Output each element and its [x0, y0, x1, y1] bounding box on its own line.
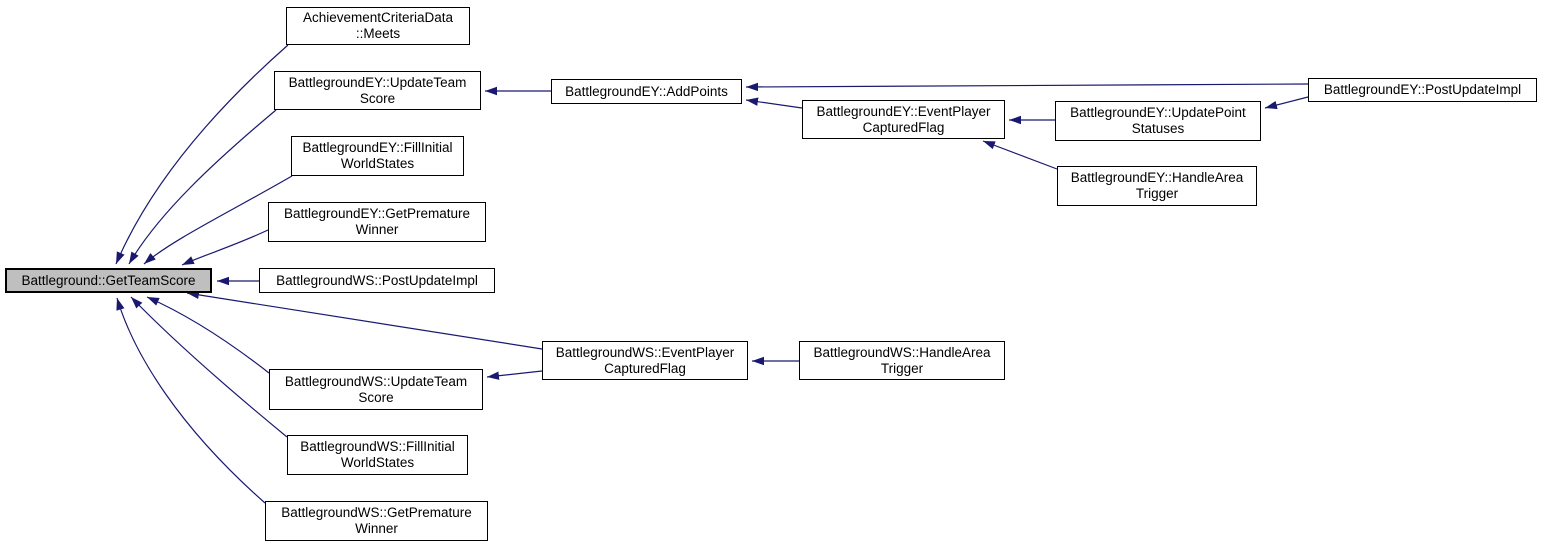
node-label-line2: Score — [359, 90, 396, 106]
node-battlegroundey-addpoints[interactable]: BattlegroundEY::AddPoints — [551, 79, 742, 104]
node-battlegroundey-getprematurewinner[interactable]: BattlegroundEY::GetPremature Winner — [268, 202, 486, 242]
edge-ws-eventplayercapturedflag-to-getteamscore — [186, 290, 543, 350]
node-label-line1: BattlegroundEY::UpdateTeam — [288, 74, 467, 90]
node-label-line2: Winner — [355, 521, 398, 536]
edge-ws-fillinitialworldstates-to-getteamscore — [130, 296, 288, 438]
edge-ws-getprematurewinner-to-getteamscore — [116, 297, 266, 504]
node-label-line2: ::Meets — [355, 26, 401, 41]
node-label-line2: CapturedFlag — [862, 119, 945, 135]
node-label-line1: BattlegroundEY::EventPlayer — [816, 103, 991, 119]
node-label-line1: AchievementCriteriaData — [302, 10, 454, 25]
node-battlegroundey-handleareatrigger[interactable]: BattlegroundEY::HandleArea Trigger — [1057, 166, 1257, 206]
edge-ey-postupdateimpl-to-ey-updatepointstatuses — [1264, 96, 1309, 110]
node-battlegroundws-handleareatrigger[interactable]: BattlegroundWS::HandleArea Trigger — [799, 341, 1005, 380]
node-battlegroundws-fillinitialworldstates[interactable]: BattlegroundWS::FillInitial WorldStates — [287, 435, 468, 475]
node-label-line1: BattlegroundEY::UpdatePoint — [1070, 105, 1246, 120]
node-label-line2: Trigger — [880, 360, 924, 376]
node-battlegroundey-eventplayercapturedflag[interactable]: BattlegroundEY::EventPlayer CapturedFlag — [802, 100, 1005, 139]
node-battlegroundey-fillinitialworldstates[interactable]: BattlegroundEY::FillInitial WorldStates — [291, 136, 464, 176]
node-label-line1: Battleground::GetTeamScore — [21, 272, 196, 288]
edge-ws-updateteamscore-to-getteamscore — [146, 296, 270, 374]
node-label-line1: BattlegroundWS::PostUpdateImpl — [276, 272, 478, 288]
edge-ey-getprematurewinner-to-getteamscore — [181, 229, 269, 266]
edge-ey-eventplayercapturedflag-to-ey-addpoints — [745, 97, 803, 109]
node-label-line1: BattlegroundWS::GetPremature — [281, 505, 472, 520]
node-battlegroundey-postupdateimpl[interactable]: BattlegroundEY::PostUpdateImpl — [1308, 78, 1537, 102]
node-battlegroundws-postupdateimpl[interactable]: BattlegroundWS::PostUpdateImpl — [259, 268, 495, 293]
node-label-line1: BattlegroundWS::FillInitial — [300, 439, 455, 454]
edge-ey-handleareatrigger-to-ey-eventplayercapturedflag — [982, 140, 1058, 170]
node-label-line2: Winner — [355, 222, 399, 237]
node-battlegroundws-getprematurewinner[interactable]: BattlegroundWS::GetPremature Winner — [265, 501, 488, 541]
node-label-line1: BattlegroundEY::HandleArea — [1070, 170, 1244, 185]
node-label-line2: CapturedFlag — [604, 360, 686, 376]
node-label-line1: BattlegroundEY::PostUpdateImpl — [1323, 82, 1522, 97]
edge-ey-postupdateimpl-to-ey-addpoints — [745, 82, 1309, 92]
node-label-line2: Statuses — [1131, 121, 1185, 136]
node-label-line1: BattlegroundEY::AddPoints — [565, 83, 728, 99]
node-battlegroundey-updatepointstatuses[interactable]: BattlegroundEY::UpdatePoint Statuses — [1055, 101, 1261, 141]
node-label-line2: Trigger — [1135, 186, 1179, 201]
node-battlegroundey-updateteamscore[interactable]: BattlegroundEY::UpdateTeam Score — [274, 71, 481, 110]
edge-meets-to-getteamscore — [115, 44, 289, 265]
node-label-line1: BattlegroundEY::FillInitial — [302, 140, 453, 155]
node-label-line1: BattlegroundEY::GetPremature — [283, 206, 471, 221]
node-label-line2: WorldStates — [340, 455, 415, 470]
node-label-line1: BattlegroundWS::EventPlayer — [555, 344, 735, 360]
node-achievementcriteriadata-meets[interactable]: AchievementCriteriaData ::Meets — [286, 7, 470, 45]
node-battlegroundws-updateteamscore[interactable]: BattlegroundWS::UpdateTeam Score — [269, 369, 483, 410]
edge-ws-eventplayercapturedflag-to-ws-updateteamscore — [486, 370, 543, 380]
node-label-line1: BattlegroundWS::UpdateTeam — [284, 373, 468, 389]
node-battleground-getteamscore-focus: Battleground::GetTeamScore — [5, 268, 212, 293]
node-label-line1: BattlegroundWS::HandleArea — [813, 344, 991, 360]
node-label-line2: WorldStates — [340, 156, 415, 171]
node-label-line2: Score — [358, 389, 394, 405]
edge-ey-updateteamscore-to-getteamscore — [128, 109, 277, 265]
node-battlegroundws-eventplayercapturedflag[interactable]: BattlegroundWS::EventPlayer CapturedFlag — [542, 341, 748, 380]
